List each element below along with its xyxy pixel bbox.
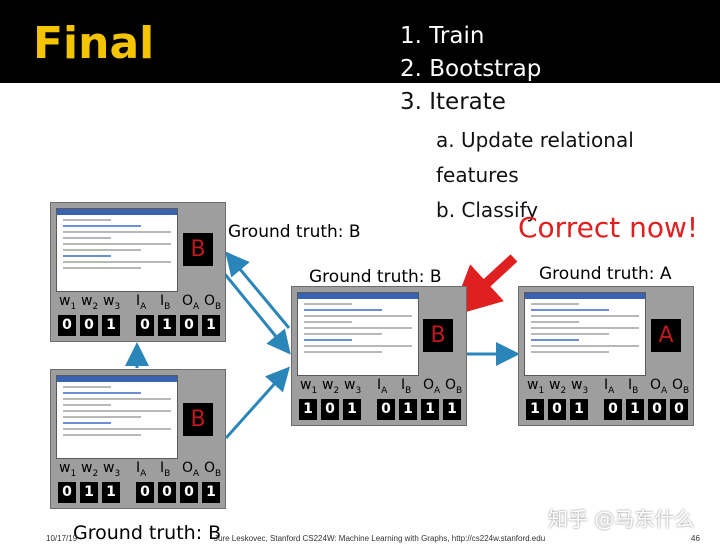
feature-cell: 1 (80, 482, 98, 503)
feature-cell: 0 (648, 399, 666, 420)
step-item: 3. Iterate (400, 89, 506, 115)
feature-header: w1 w2 w3 IA IB OA OB (56, 293, 222, 313)
substep-item: a. Update relational features (436, 128, 634, 187)
feature-label: OB (204, 460, 222, 479)
feature-label: w3 (103, 460, 121, 479)
feature-label: w2 (81, 293, 99, 312)
node-top-left: B w1 w2 w3 IA IB OA OB 0 0 1 0 1 0 1 (50, 202, 226, 342)
feature-label: w2 (322, 377, 340, 396)
feature-cell: 1 (399, 399, 417, 420)
feature-cell: 1 (202, 482, 220, 503)
feature-cell: 0 (58, 482, 76, 503)
webpage-thumbnail (56, 208, 178, 292)
class-label-badge: B (423, 319, 453, 352)
feature-label: OA (182, 460, 200, 479)
class-label-badge: B (183, 403, 213, 436)
step-item: 1. Train (400, 23, 485, 49)
step-item: 2. Bootstrap (400, 56, 542, 82)
feature-header: w1 w2 w3 IA IB OA OB (524, 377, 690, 397)
feature-cell: 1 (526, 399, 544, 420)
title-bar (0, 0, 720, 83)
feature-cell: 0 (80, 315, 98, 336)
feature-label: w2 (81, 460, 99, 479)
feature-cell: 1 (102, 482, 120, 503)
ground-truth-label: Ground truth: B (228, 222, 361, 242)
feature-cell: 1 (421, 399, 439, 420)
feature-label: w3 (571, 377, 589, 396)
feature-cell: 0 (321, 399, 339, 420)
webpage-thumbnail (524, 292, 646, 376)
edge-arrow (224, 366, 291, 440)
feature-cell: 0 (136, 482, 154, 503)
feature-label: w1 (300, 377, 318, 396)
feature-cell: 1 (102, 315, 120, 336)
feature-label: w1 (59, 460, 77, 479)
feature-cell: 0 (548, 399, 566, 420)
feature-label: OB (445, 377, 463, 396)
feature-cell: 1 (626, 399, 644, 420)
feature-cell: 1 (443, 399, 461, 420)
feature-cell: 0 (158, 482, 176, 503)
feature-label: IB (628, 377, 639, 396)
feature-cell: 0 (180, 482, 198, 503)
feature-label: OA (650, 377, 668, 396)
ground-truth-label: Ground truth: B (73, 522, 222, 544)
footer-page-number: 46 (691, 534, 700, 543)
feature-label: OA (182, 293, 200, 312)
feature-label: IA (377, 377, 388, 396)
correct-now-callout: Correct now! (518, 211, 699, 244)
feature-cell: 0 (136, 315, 154, 336)
footer-date: 10/17/19 (46, 534, 78, 543)
feature-cell: 1 (570, 399, 588, 420)
feature-cell: 0 (670, 399, 688, 420)
feature-label: w2 (549, 377, 567, 396)
watermark: 知乎 @马东什么 (548, 507, 695, 531)
feature-cell: 1 (158, 315, 176, 336)
ground-truth-label: Ground truth: B (309, 267, 442, 287)
edge-arrow (225, 251, 291, 329)
feature-cell: 0 (180, 315, 198, 336)
slide-title: Final (33, 18, 155, 69)
feature-cell: 1 (299, 399, 317, 420)
feature-label: w3 (103, 293, 121, 312)
feature-label: w1 (527, 377, 545, 396)
ground-truth-label: Ground truth: A (539, 264, 672, 284)
feature-cell: 1 (202, 315, 220, 336)
class-label-badge: A (651, 319, 681, 352)
class-label-badge: B (183, 233, 213, 266)
feature-label: IB (160, 293, 171, 312)
substep-item: b. Classify (436, 198, 539, 222)
feature-cell: 0 (377, 399, 395, 420)
node-bottom-left: B w1 w2 w3 IA IB OA OB 0 1 1 0 0 0 1 (50, 369, 226, 509)
feature-label: w1 (59, 293, 77, 312)
feature-label: OA (423, 377, 441, 396)
callout-arrow (450, 254, 518, 317)
webpage-thumbnail (56, 375, 178, 459)
feature-label: OB (204, 293, 222, 312)
node-right: A w1 w2 w3 IA IB OA OB 1 0 1 0 1 0 0 (518, 286, 694, 426)
feature-cell: 1 (343, 399, 361, 420)
feature-label: w3 (344, 377, 362, 396)
feature-header: w1 w2 w3 IA IB OA OB (56, 460, 222, 480)
substep-list: a. Update relational features b. Classif… (436, 123, 720, 228)
feature-label: IA (136, 460, 147, 479)
edge-arrow (222, 272, 291, 355)
step-list: 1. Train 2. Bootstrap 3. Iterate (400, 20, 541, 119)
feature-label: IA (604, 377, 615, 396)
node-middle: B w1 w2 w3 IA IB OA OB 1 0 1 0 1 1 1 (291, 286, 467, 426)
feature-cell: 0 (58, 315, 76, 336)
footer-credit: Jure Leskovec, Stanford CS224W: Machine … (214, 534, 546, 543)
feature-label: IA (136, 293, 147, 312)
feature-label: IB (401, 377, 412, 396)
feature-label: OB (672, 377, 690, 396)
feature-header: w1 w2 w3 IA IB OA OB (297, 377, 463, 397)
feature-cell: 0 (604, 399, 622, 420)
webpage-thumbnail (297, 292, 419, 376)
feature-label: IB (160, 460, 171, 479)
